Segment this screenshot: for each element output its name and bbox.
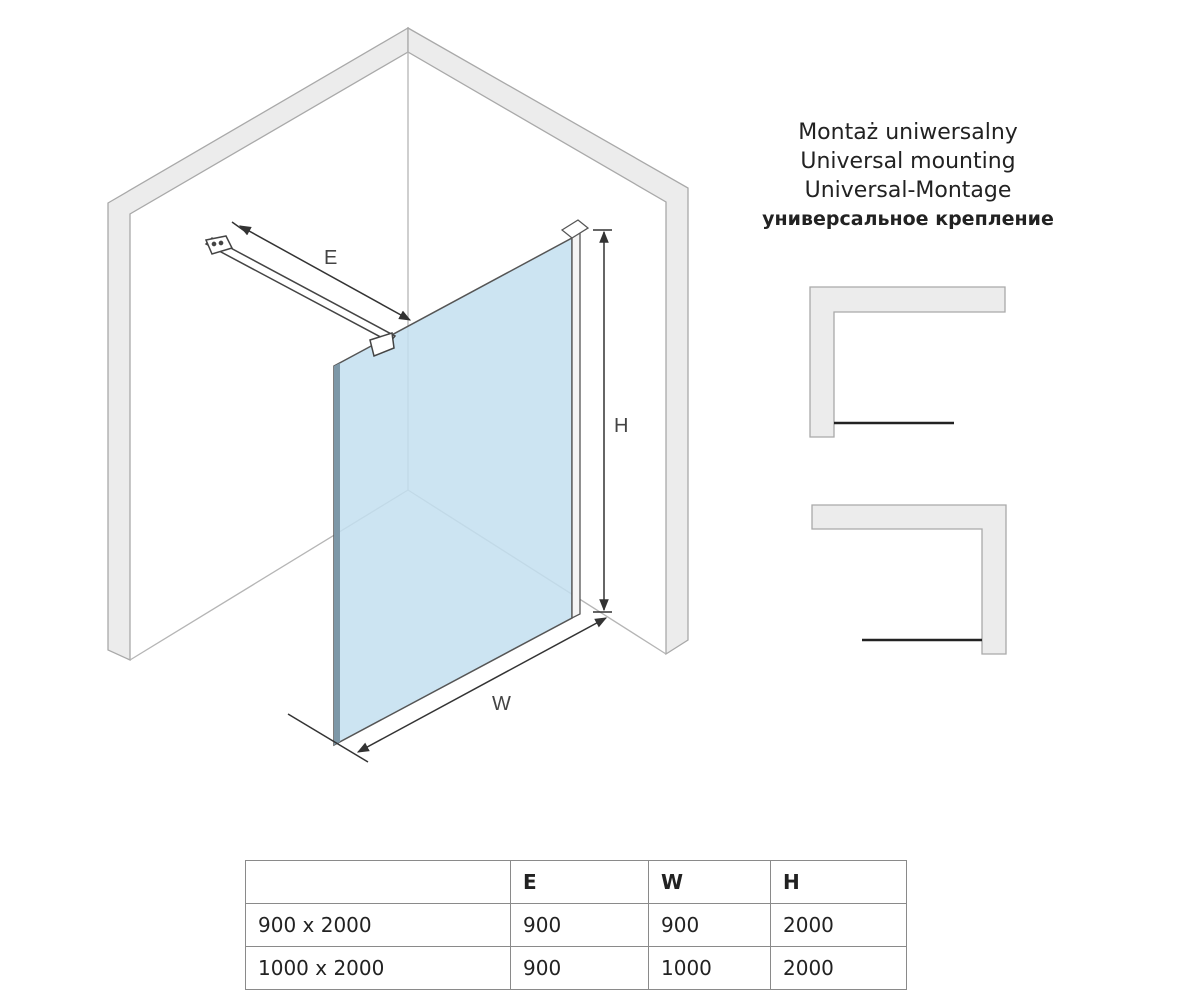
glass-panel bbox=[333, 236, 573, 747]
dimensions-table: E W H 900 x 2000 900 900 2000 1000 x 200… bbox=[245, 860, 907, 990]
table-header-row: E W H bbox=[245, 860, 907, 904]
mounting-plan-left bbox=[809, 286, 1006, 438]
dimension-h bbox=[593, 229, 612, 613]
table-header-w: W bbox=[648, 860, 771, 904]
table-cell: 2000 bbox=[770, 946, 907, 990]
mounting-title-de: Universal-Montage bbox=[804, 178, 1012, 203]
dimension-e-label: E bbox=[324, 247, 337, 269]
dimension-e bbox=[231, 221, 412, 321]
table-cell: 1000 x 2000 bbox=[245, 946, 511, 990]
dimension-w-label: W bbox=[492, 693, 511, 715]
table-cell: 900 bbox=[648, 903, 771, 947]
table-row: 900 x 2000 900 900 2000 bbox=[245, 903, 907, 947]
table-cell: 900 bbox=[510, 946, 649, 990]
table-row: 1000 x 2000 900 1000 2000 bbox=[245, 946, 907, 990]
dimension-w bbox=[287, 617, 608, 763]
table-cell: 900 x 2000 bbox=[245, 903, 511, 947]
mounting-plan-right bbox=[811, 504, 1007, 655]
table-header-e: E bbox=[510, 860, 649, 904]
dimension-h-label: H bbox=[614, 415, 628, 437]
mounting-title-ru: универсальное крепление bbox=[762, 208, 1054, 230]
mounting-title: Montaż uniwersalny Universal mounting Un… bbox=[748, 118, 1068, 234]
wall-profile bbox=[560, 219, 590, 620]
table-header-size bbox=[245, 860, 511, 904]
table-cell: 2000 bbox=[770, 903, 907, 947]
mounting-title-en: Universal mounting bbox=[800, 149, 1016, 174]
table-cell: 900 bbox=[510, 903, 649, 947]
table-header-h: H bbox=[770, 860, 907, 904]
table-cell: 1000 bbox=[648, 946, 771, 990]
mounting-title-pl: Montaż uniwersalny bbox=[798, 120, 1018, 145]
